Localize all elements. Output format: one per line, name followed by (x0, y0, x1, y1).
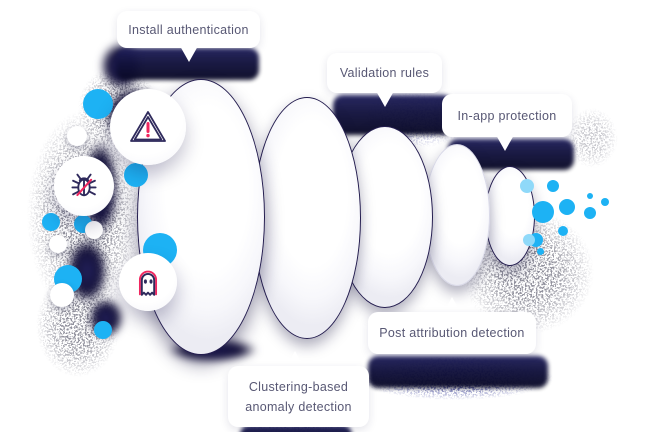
bug-icon-circle (54, 156, 114, 216)
tooltip-label-line1: Clustering-based (248, 379, 349, 394)
tooltip-pointer (443, 297, 461, 313)
tooltip-clustering-anomaly-detection: Clustering-based anomaly detection (228, 366, 369, 427)
bug-icon (71, 173, 97, 197)
blue-dot (558, 226, 568, 236)
tooltip-install-authentication: Install authentication (117, 11, 260, 48)
tooltip-label: Validation rules (339, 66, 430, 80)
ghost-icon (138, 270, 158, 296)
warning-icon-circle (110, 89, 186, 165)
blue-dot (587, 193, 593, 199)
tooltip-pointer (180, 46, 198, 62)
tooltip-label: Post attribution detection (379, 326, 525, 340)
blue-dot (601, 198, 609, 206)
tooltip-shadow-postattr (368, 356, 548, 388)
blue-dot (42, 213, 60, 231)
white-dot (85, 221, 103, 239)
white-dot (67, 126, 87, 146)
blue-dot (532, 201, 554, 223)
blue-dot (584, 207, 596, 219)
ghost-icon-circle (119, 253, 177, 311)
tooltip-in-app-protection: In-app protection (442, 94, 572, 137)
white-dot (49, 235, 67, 253)
funnel-stage-2 (253, 97, 361, 339)
tooltip-pointer (496, 135, 514, 151)
funnel-stage-4 (424, 144, 490, 286)
blue-dot (523, 234, 535, 246)
blue-dot (94, 321, 112, 339)
tooltip-label-line2: anomaly detection (245, 399, 352, 414)
tooltip-post-attribution-detection: Post attribution detection (368, 312, 536, 354)
warning-triangle-icon (130, 111, 166, 142)
blue-dot (83, 89, 113, 119)
blue-dot (537, 248, 544, 255)
tooltip-label: Install authentication (128, 22, 249, 37)
tooltip-shadow-clustering (240, 425, 352, 432)
blue-dot (520, 179, 534, 193)
blue-dot (559, 199, 575, 215)
white-dot (50, 283, 74, 307)
tooltip-validation-rules: Validation rules (327, 53, 442, 93)
blue-dot (124, 163, 148, 187)
tooltip-label: In-app protection (457, 108, 557, 123)
tooltip-pointer (286, 351, 304, 367)
tooltip-pointer (376, 91, 394, 107)
blue-dot (547, 180, 559, 192)
